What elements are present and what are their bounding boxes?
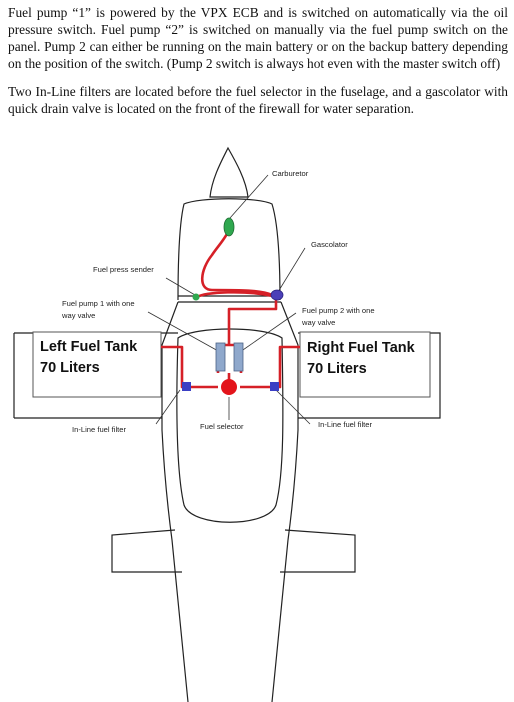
right-stabilizer-outline [280,529,356,573]
label-fuel-selector: Fuel selector [200,422,244,431]
fuel-press-sender-icon [192,293,200,301]
description-text: Fuel pump “1” is powered by the VPX ECB … [8,4,508,128]
label-fuel-pump-2-line1: Fuel pump 2 with one [302,306,375,315]
fuel-line-right-tank [240,345,300,389]
label-inline-filter-right: In-Line fuel filter [318,420,372,429]
left-fuel-tank: Left Fuel Tank 70 Liters [32,331,162,398]
fuel-selector-icon [221,379,237,395]
right-tank-capacity: 70 Liters [307,361,367,377]
right-fuel-tank: Right Fuel Tank 70 Liters [299,331,431,398]
label-carburetor: Carburetor [272,169,309,178]
fuel-line-left-tank [161,345,218,389]
fuel-pump-2-icon [233,342,244,372]
fuel-lines [161,227,300,389]
inline-filter-left-icon [182,382,191,391]
cowling-outline [177,198,281,301]
left-stabilizer-outline [111,529,182,573]
fuel-line-to-carburetor [200,227,273,297]
label-fuel-pump-1-line1: Fuel pump 1 with one [62,299,135,308]
label-fuel-pump-2-line2: way valve [301,318,335,327]
left-tank-capacity: 70 Liters [40,360,100,376]
right-tank-name: Right Fuel Tank [307,340,416,356]
description-paragraph-2: Two In-Line filters are located before t… [8,84,508,116]
fuel-line-pump-loop [216,296,278,387]
gascolator-icon [270,289,284,301]
leader-lines [147,174,311,425]
carburetor-icon [223,217,235,237]
label-inline-filter-left: In-Line fuel filter [72,425,126,434]
canopy-outline [176,328,284,523]
label-fuel-pump-1-line2: way valve [61,311,95,320]
fuselage-left-side [161,301,189,702]
left-tank-name: Left Fuel Tank [40,339,138,355]
fuselage-right-side [271,301,299,702]
inline-filter-right-icon [270,382,279,391]
spinner-outline [209,146,249,198]
label-gascolator: Gascolator [311,240,348,249]
fuel-line-sender [196,291,274,299]
description-paragraph-1: Fuel pump “1” is powered by the VPX ECB … [8,5,508,71]
fuel-pump-1-icon [215,342,226,372]
label-fuel-press-sender: Fuel press sender [93,265,154,274]
